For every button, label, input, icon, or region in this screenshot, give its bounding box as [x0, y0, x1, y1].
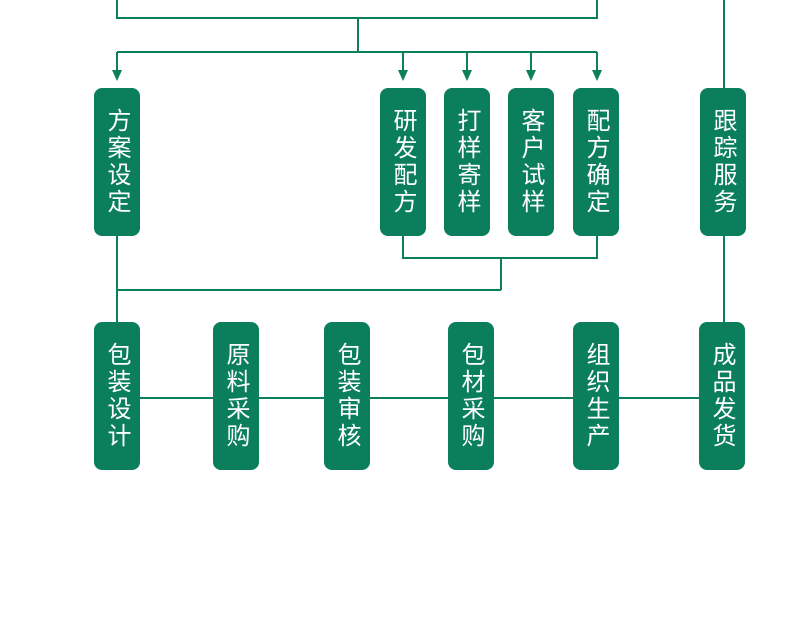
node-label: 包装审核	[333, 342, 361, 450]
arrow-head-formula-confirm	[592, 70, 602, 81]
customer-trial-node: 客户试样	[508, 88, 554, 236]
production-node: 组织生产	[573, 322, 619, 470]
node-label: 客户试样	[517, 108, 545, 216]
scheme-setting-node: 方案设定	[94, 88, 140, 236]
formula-confirm-node: 配方确定	[573, 88, 619, 236]
node-label: 配方确定	[582, 108, 610, 216]
node-label: 方案设定	[103, 108, 131, 216]
rd-formula-node: 研发配方	[380, 88, 426, 236]
node-label: 成品发货	[708, 342, 736, 450]
raw-material-purchase-node: 原料采购	[213, 322, 259, 470]
node-label: 研发配方	[389, 108, 417, 216]
sample-making-node: 打样寄样	[444, 88, 490, 236]
node-label: 打样寄样	[453, 108, 481, 216]
node-label: 组织生产	[582, 342, 610, 450]
arrow-head-rd-formula	[398, 70, 408, 81]
packaging-material-purchase-node: 包材采购	[448, 322, 494, 470]
packaging-review-node: 包装审核	[324, 322, 370, 470]
node-label: 跟踪服务	[709, 108, 737, 216]
connector-top-bracket	[116, 0, 598, 19]
arrow-head-sample-making	[462, 70, 472, 81]
arrow-head-customer-trial	[526, 70, 536, 81]
product-shipping-node: 成品发货	[699, 322, 745, 470]
connector-formula-merge	[402, 236, 598, 259]
packaging-design-node: 包装设计	[94, 322, 140, 470]
node-label: 原料采购	[222, 342, 250, 450]
arrow-head-scheme-setting	[112, 70, 122, 81]
follow-up-service-node: 跟踪服务	[700, 88, 746, 236]
node-label: 包装设计	[103, 342, 131, 450]
node-label: 包材采购	[457, 342, 485, 450]
